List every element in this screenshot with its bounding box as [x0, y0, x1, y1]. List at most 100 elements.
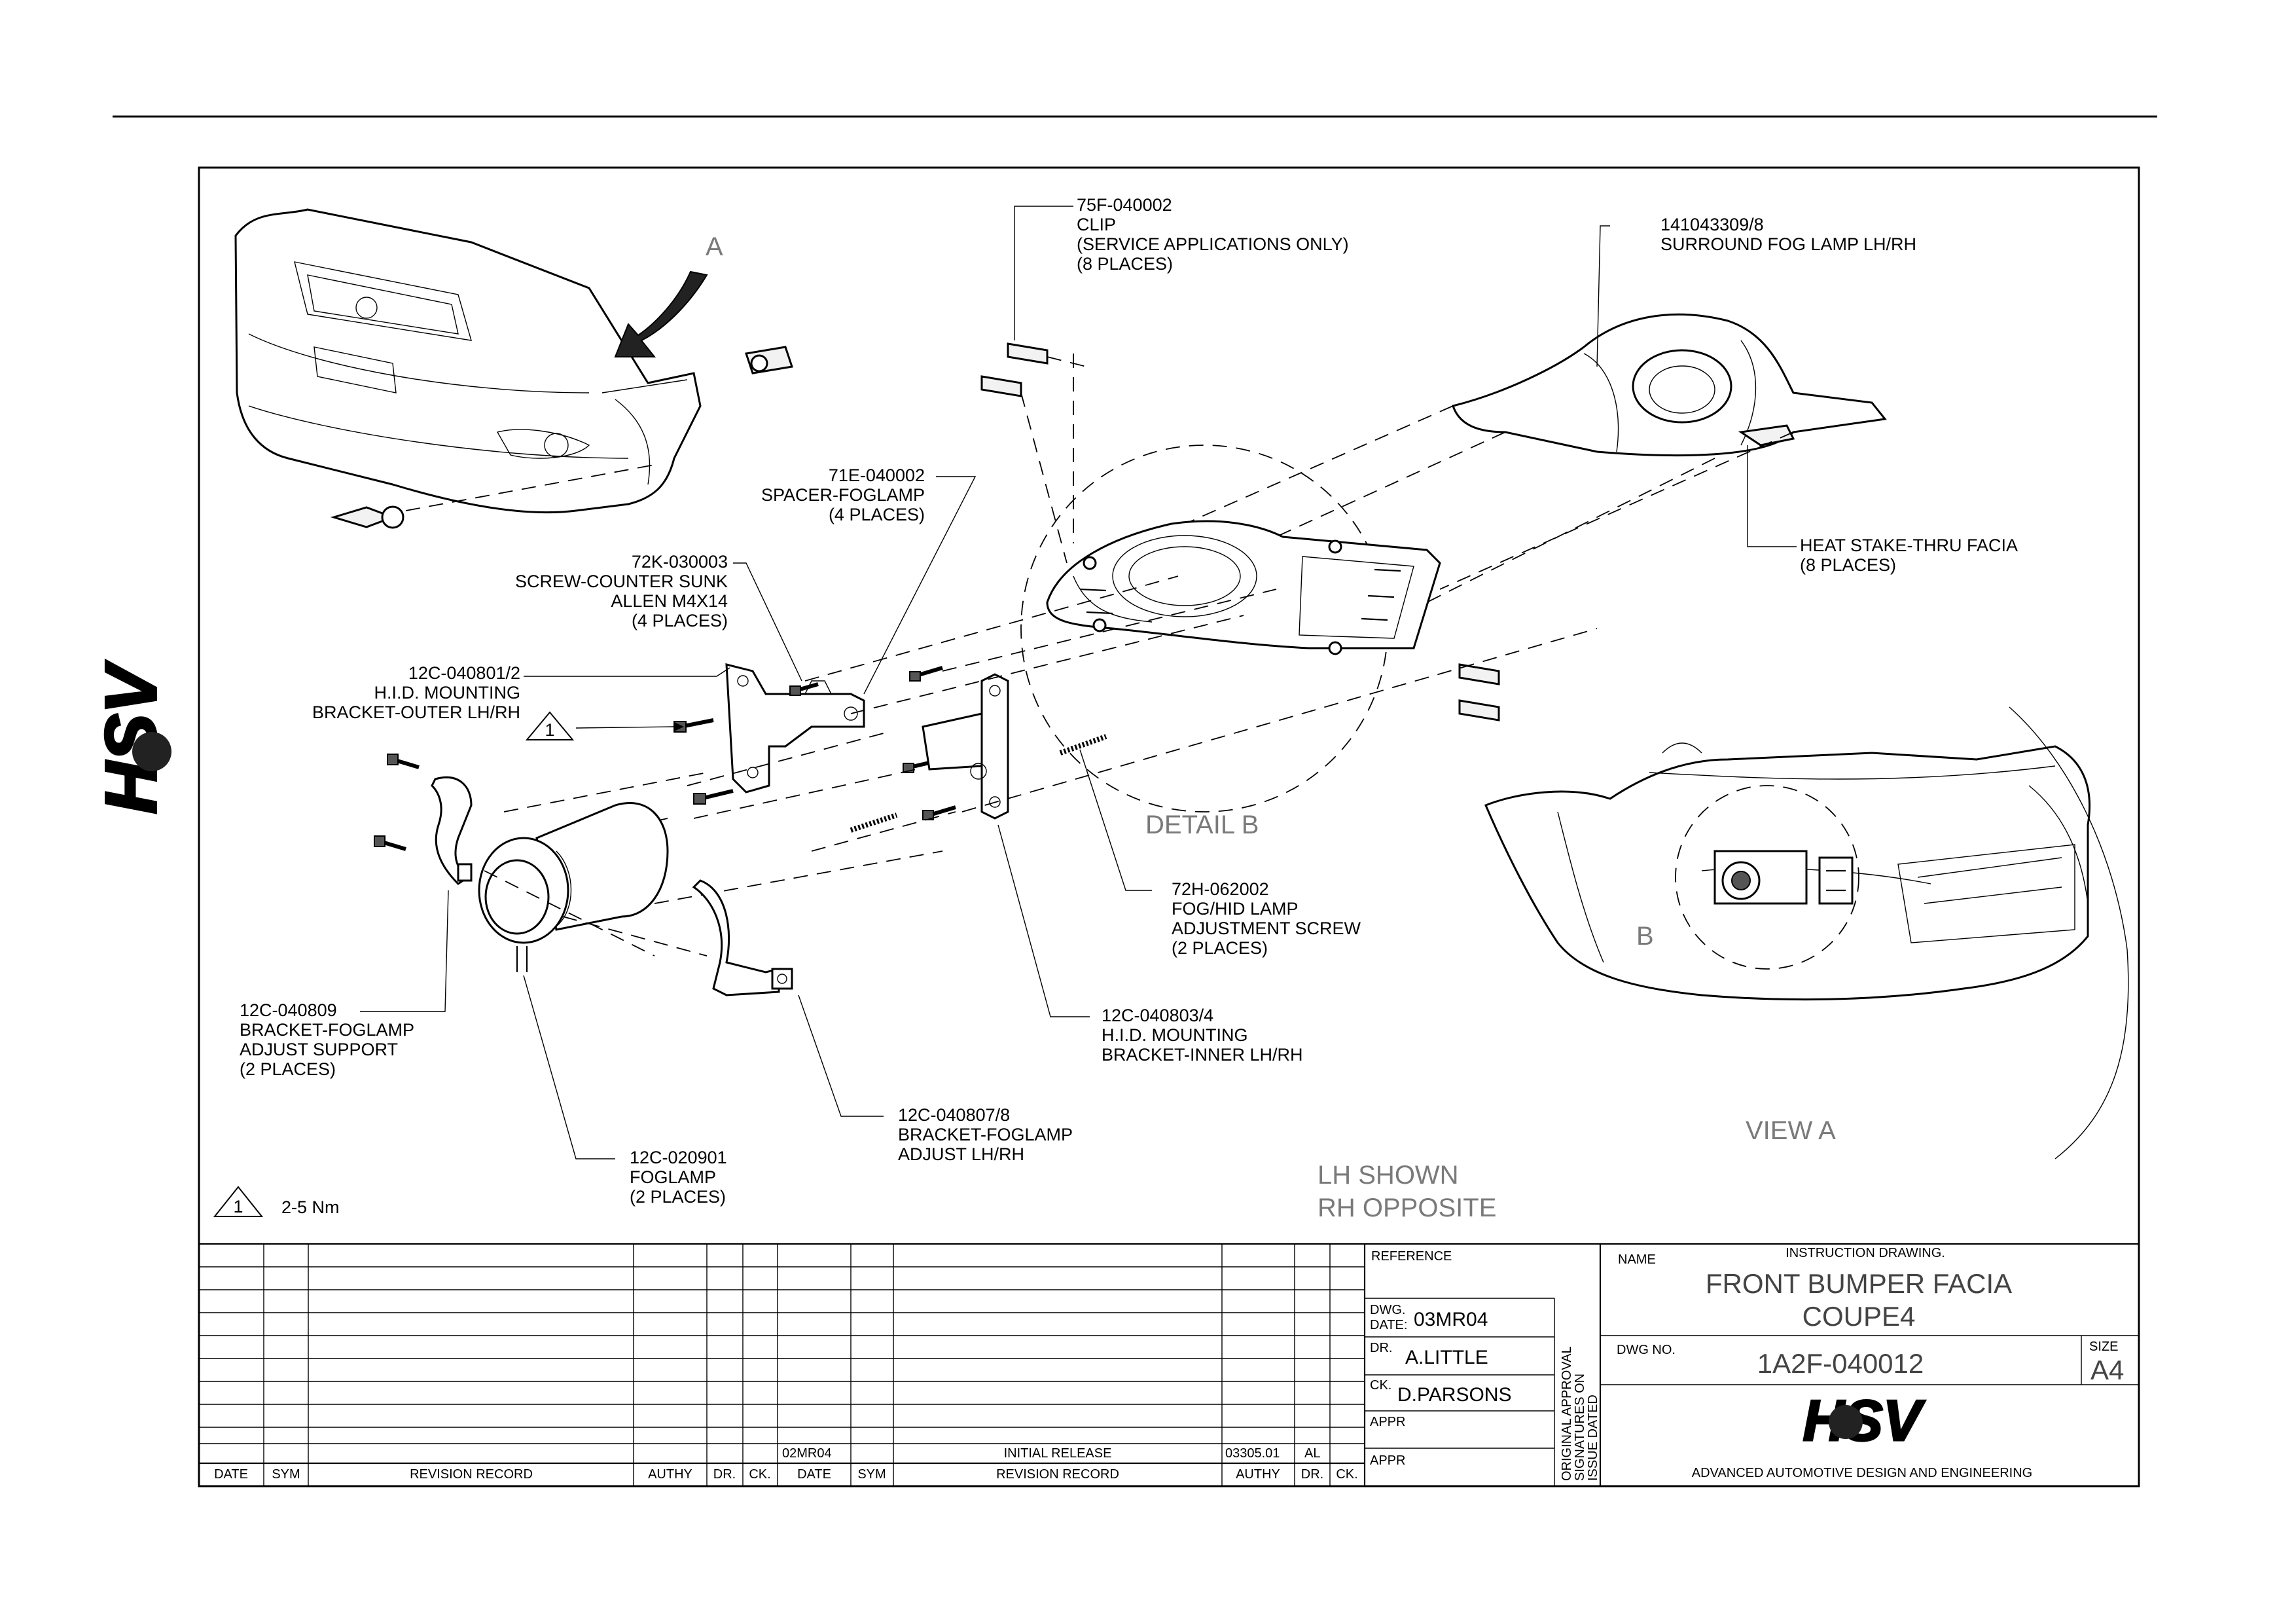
svg-text:FOG/HID LAMP: FOG/HID LAMP	[1172, 899, 1299, 919]
clip-parts	[980, 342, 1500, 721]
svg-text:FOGLAMP: FOGLAMP	[630, 1167, 716, 1187]
svg-text:SURROUND FOG LAMP LH/RH: SURROUND FOG LAMP LH/RH	[1660, 234, 1916, 254]
svg-text:(2 PLACES): (2 PLACES)	[1172, 938, 1268, 958]
title-block-logo: HSV	[1803, 1388, 1926, 1453]
rev-header-authy: AUTHY	[648, 1467, 692, 1482]
rh-opposite-label: RH OPPOSITE	[1318, 1194, 1496, 1222]
svg-text:(8 PLACES): (8 PLACES)	[1077, 254, 1173, 274]
rev-header-date-2: DATE	[797, 1467, 831, 1482]
side-logo: HSV	[90, 659, 173, 815]
svg-text:(4 PLACES): (4 PLACES)	[632, 611, 728, 630]
lh-shown-label: LH SHOWN	[1318, 1161, 1459, 1190]
dwg-date-label-1: DWG.	[1370, 1303, 1405, 1317]
instruction-label: INSTRUCTION DRAWING.	[1785, 1246, 1945, 1260]
dwg-no-value: 1A2F-040012	[1757, 1348, 1924, 1379]
svg-text:SPACER-FOGLAMP: SPACER-FOGLAMP	[761, 485, 925, 505]
svg-text:BRACKET-FOGLAMP: BRACKET-FOGLAMP	[898, 1125, 1073, 1144]
rev-entry-date: 02MR04	[782, 1446, 832, 1461]
torque-note-number: 1	[233, 1197, 243, 1216]
svg-text:CLIP: CLIP	[1077, 215, 1116, 234]
bracket-adjust-part	[692, 879, 793, 996]
screw-label: 72K-030003 SCREW-COUNTER SUNK ALLEN M4X1…	[515, 552, 728, 630]
svg-text:71E-040002: 71E-040002	[829, 465, 925, 485]
dwg-date-label-2: DATE:	[1370, 1318, 1407, 1332]
rev-entry-dr: AL	[1304, 1446, 1320, 1461]
adj-screw-label: 72H-062002 FOG/HID LAMP ADJUSTMENT SCREW…	[1172, 879, 1361, 958]
rev-header-sym-2: SYM	[857, 1467, 886, 1482]
appr-label: APPR	[1370, 1415, 1405, 1429]
rev-header-dr: DR.	[713, 1467, 736, 1482]
side-logo-text: HSV	[91, 660, 171, 814]
svg-text:H.I.D. MOUNTING: H.I.D. MOUNTING	[1102, 1025, 1248, 1045]
bracket-adjust-label: 12C-040807/8 BRACKET-FOGLAMP ADJUST LH/R…	[898, 1105, 1073, 1164]
revision-grid	[199, 1244, 1366, 1486]
torque-marker-triangle	[525, 711, 575, 740]
svg-text:BRACKET-FOGLAMP: BRACKET-FOGLAMP	[240, 1020, 414, 1040]
rev-header-authy-2: AUTHY	[1236, 1467, 1280, 1482]
bumper-iso-illustration	[234, 208, 793, 529]
view-a-foglamp-detail	[1713, 850, 1854, 905]
hid-inner-bracket-part	[922, 673, 1009, 820]
svg-text:(2 PLACES): (2 PLACES)	[240, 1059, 336, 1079]
rev-header-record: REVISION RECORD	[410, 1467, 533, 1482]
rev-header-date: DATE	[214, 1467, 248, 1482]
heat-stake-label: HEAT STAKE-THRU FACIA (8 PLACES)	[1800, 536, 2018, 575]
title-block: DATE SYM REVISION RECORD AUTHY DR. CK. D…	[199, 1243, 2139, 1486]
foglamp-label: 12C-020901 FOGLAMP (2 PLACES)	[630, 1148, 727, 1207]
svg-text:12C-040801/2: 12C-040801/2	[408, 663, 520, 683]
svg-text:72K-030003: 72K-030003	[632, 552, 728, 572]
detail-surround-part	[1046, 520, 1441, 655]
rev-header-ck-2: CK.	[1336, 1467, 1357, 1482]
svg-text:ALLEN M4X14: ALLEN M4X14	[611, 591, 728, 611]
surround-fog-lamp-part	[1452, 313, 1887, 457]
svg-text:SIGNATURES ON: SIGNATURES ON	[1573, 1374, 1587, 1481]
screw-parts	[374, 666, 956, 851]
foglamp-part	[478, 802, 669, 972]
view-a-arrow-icon	[614, 270, 708, 357]
adjust-support-label: 12C-040809 BRACKET-FOGLAMP ADJUST SUPPOR…	[240, 1000, 414, 1079]
appr2-label: APPR	[1370, 1453, 1405, 1468]
hid-outer-label: 12C-040801/2 H.I.D. MOUNTING BRACKET-OUT…	[312, 663, 520, 722]
side-logo-emblem-icon	[132, 732, 171, 771]
view-a-label: VIEW A	[1746, 1116, 1836, 1145]
svg-text:H.I.D. MOUNTING: H.I.D. MOUNTING	[374, 683, 521, 702]
svg-text:BRACKET-INNER LH/RH: BRACKET-INNER LH/RH	[1102, 1045, 1303, 1065]
torque-marker-number: 1	[545, 720, 554, 740]
hid-inner-label: 12C-040803/4 H.I.D. MOUNTING BRACKET-INN…	[1102, 1006, 1303, 1065]
detail-b-label: DETAIL B	[1145, 811, 1259, 839]
company-name: ADVANCED AUTOMOTIVE DESIGN AND ENGINEERI…	[1692, 1466, 2032, 1480]
approval-note: ORIGINAL APPROVAL SIGNATURES ON ISSUE DA…	[1560, 1346, 1600, 1481]
svg-text:141043309/8: 141043309/8	[1660, 215, 1764, 234]
view-b-letter: B	[1636, 922, 1654, 951]
drawing-frame	[198, 166, 2140, 1487]
svg-text:12C-020901: 12C-020901	[630, 1148, 727, 1167]
view-a-detail-circle	[1675, 785, 1859, 970]
torque-note-text: 2-5 Nm	[281, 1197, 340, 1217]
size-label: SIZE	[2089, 1340, 2118, 1354]
view-a-arrow-letter: A	[706, 232, 723, 261]
svg-text:ADJUST SUPPORT: ADJUST SUPPORT	[240, 1040, 398, 1059]
svg-text:BRACKET-OUTER LH/RH: BRACKET-OUTER LH/RH	[312, 702, 520, 722]
rev-header-ck: CK.	[749, 1467, 770, 1482]
dr-label: DR.	[1370, 1341, 1392, 1355]
surround-label: 141043309/8 SURROUND FOG LAMP LH/RH	[1660, 215, 1916, 254]
adjust-support-bracket-part	[431, 776, 473, 885]
clip-label: 75F-040002 CLIP (SERVICE APPLICATIONS ON…	[1077, 195, 1349, 274]
rev-header-sym: SYM	[272, 1467, 300, 1482]
svg-text:(8 PLACES): (8 PLACES)	[1800, 555, 1896, 575]
svg-text:ADJUST LH/RH: ADJUST LH/RH	[898, 1144, 1024, 1164]
adjustment-screw-parts	[850, 734, 1107, 833]
ck-value: D.PARSONS	[1397, 1384, 1511, 1406]
drawing-name-line-2: COUPE4	[1803, 1301, 1916, 1332]
torque-note-triangle	[213, 1186, 264, 1217]
reference-label: REFERENCE	[1371, 1249, 1452, 1264]
name-label: NAME	[1618, 1252, 1656, 1267]
svg-text:ORIGINAL APPROVAL: ORIGINAL APPROVAL	[1560, 1346, 1574, 1481]
drawing-name-line-1: FRONT BUMPER FACIA	[1706, 1268, 2012, 1299]
svg-text:12C-040803/4: 12C-040803/4	[1102, 1006, 1213, 1025]
svg-text:(4 PLACES): (4 PLACES)	[829, 505, 925, 524]
svg-text:ISSUE DATED: ISSUE DATED	[1586, 1395, 1600, 1481]
ck-label: CK.	[1370, 1378, 1391, 1393]
title-block-logo-emblem-icon	[1829, 1405, 1863, 1439]
